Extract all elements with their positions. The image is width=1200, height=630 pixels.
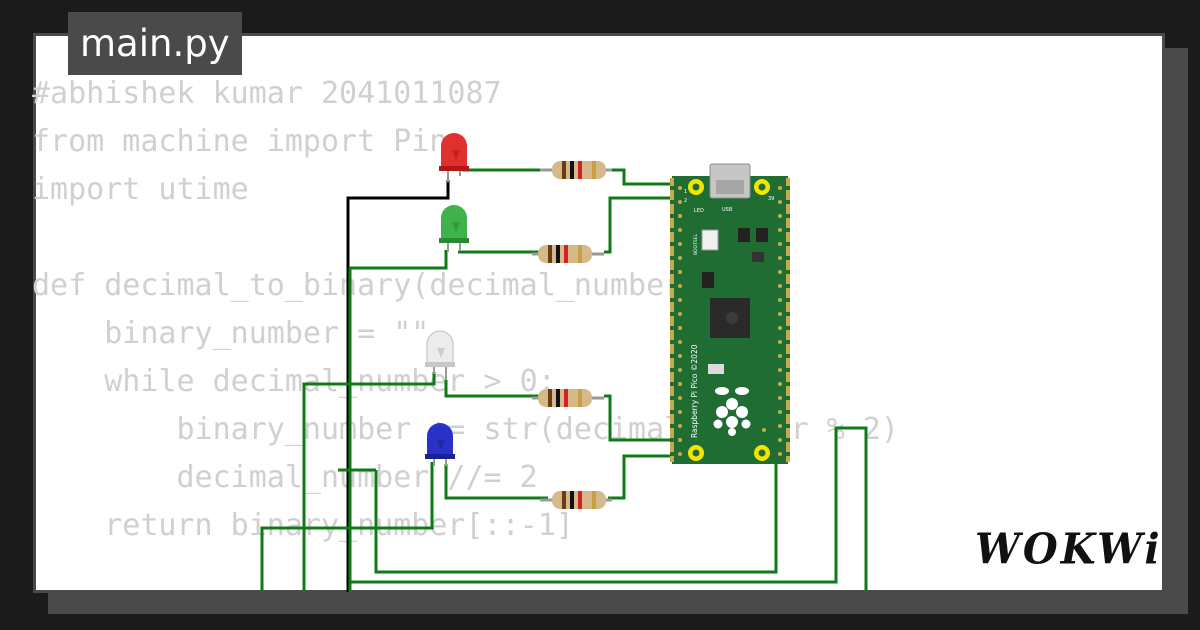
code-line: from machine import Pin <box>32 124 448 159</box>
blue-led[interactable] <box>425 423 455 466</box>
code-line: def decimal_to_binary(decimal_number): <box>32 268 719 303</box>
file-tab-main-py[interactable]: main.py <box>68 12 242 75</box>
code-line: binary_number += str(decimal_number % 2) <box>32 412 899 447</box>
wire-ground-loop-3[interactable] <box>350 426 868 600</box>
wire-green-resistor-to-pico[interactable] <box>604 196 676 254</box>
board-name: Raspberry Pi Pico ©2020 <box>690 344 699 438</box>
wire-blue-led-to-resistor[interactable] <box>444 464 548 500</box>
code-line: import utime <box>32 172 249 207</box>
code-line: return binary_number[::-1] <box>32 508 574 543</box>
white-led[interactable] <box>425 330 455 380</box>
wire-white-resistor-to-pico[interactable] <box>604 394 676 442</box>
resistor-3[interactable] <box>532 389 604 407</box>
resistor-1[interactable] <box>540 161 612 179</box>
pin-label-2: 2 <box>684 198 687 204</box>
wokwi-logo: WOKWi <box>975 524 1163 575</box>
resistor-2[interactable] <box>532 245 604 263</box>
wire-red-resistor-to-pico[interactable] <box>612 168 676 186</box>
ground-wire[interactable] <box>346 180 450 600</box>
wire-green-led-cathode[interactable] <box>348 250 448 600</box>
green-led[interactable] <box>439 205 469 252</box>
wires[interactable] <box>260 168 868 600</box>
mounting-holes <box>688 179 770 461</box>
code-line: #abhishek kumar 2041011087 <box>32 76 502 111</box>
code-background: #abhishek kumar 2041011087 from machine … <box>32 70 899 550</box>
red-led[interactable] <box>439 133 469 182</box>
bootsel-label: BOOTSEL <box>693 233 699 255</box>
wire-white-led-to-resistor[interactable] <box>444 380 540 398</box>
pin-label-1: 1 <box>684 189 687 195</box>
raspberry-pi-pico[interactable]: LED USB 1 2 39 BOOTSEL Raspberry Pi Pico… <box>670 163 790 464</box>
code-line: binary_number = "" <box>32 316 430 351</box>
wire-blue-resistor-to-pico[interactable] <box>608 454 676 500</box>
raspberry-logo-icon <box>713 387 751 436</box>
usb-label: USB <box>722 207 733 213</box>
wire-white-led-cathode[interactable] <box>302 372 436 600</box>
led-label: LED <box>694 208 704 214</box>
resistor-4[interactable] <box>540 491 612 509</box>
code-line: while decimal_number > 0: <box>32 364 556 399</box>
wire-blue-led-cathode[interactable] <box>260 462 434 600</box>
bootsel-button[interactable] <box>701 229 719 251</box>
pin-label-39: 39 <box>768 196 774 202</box>
